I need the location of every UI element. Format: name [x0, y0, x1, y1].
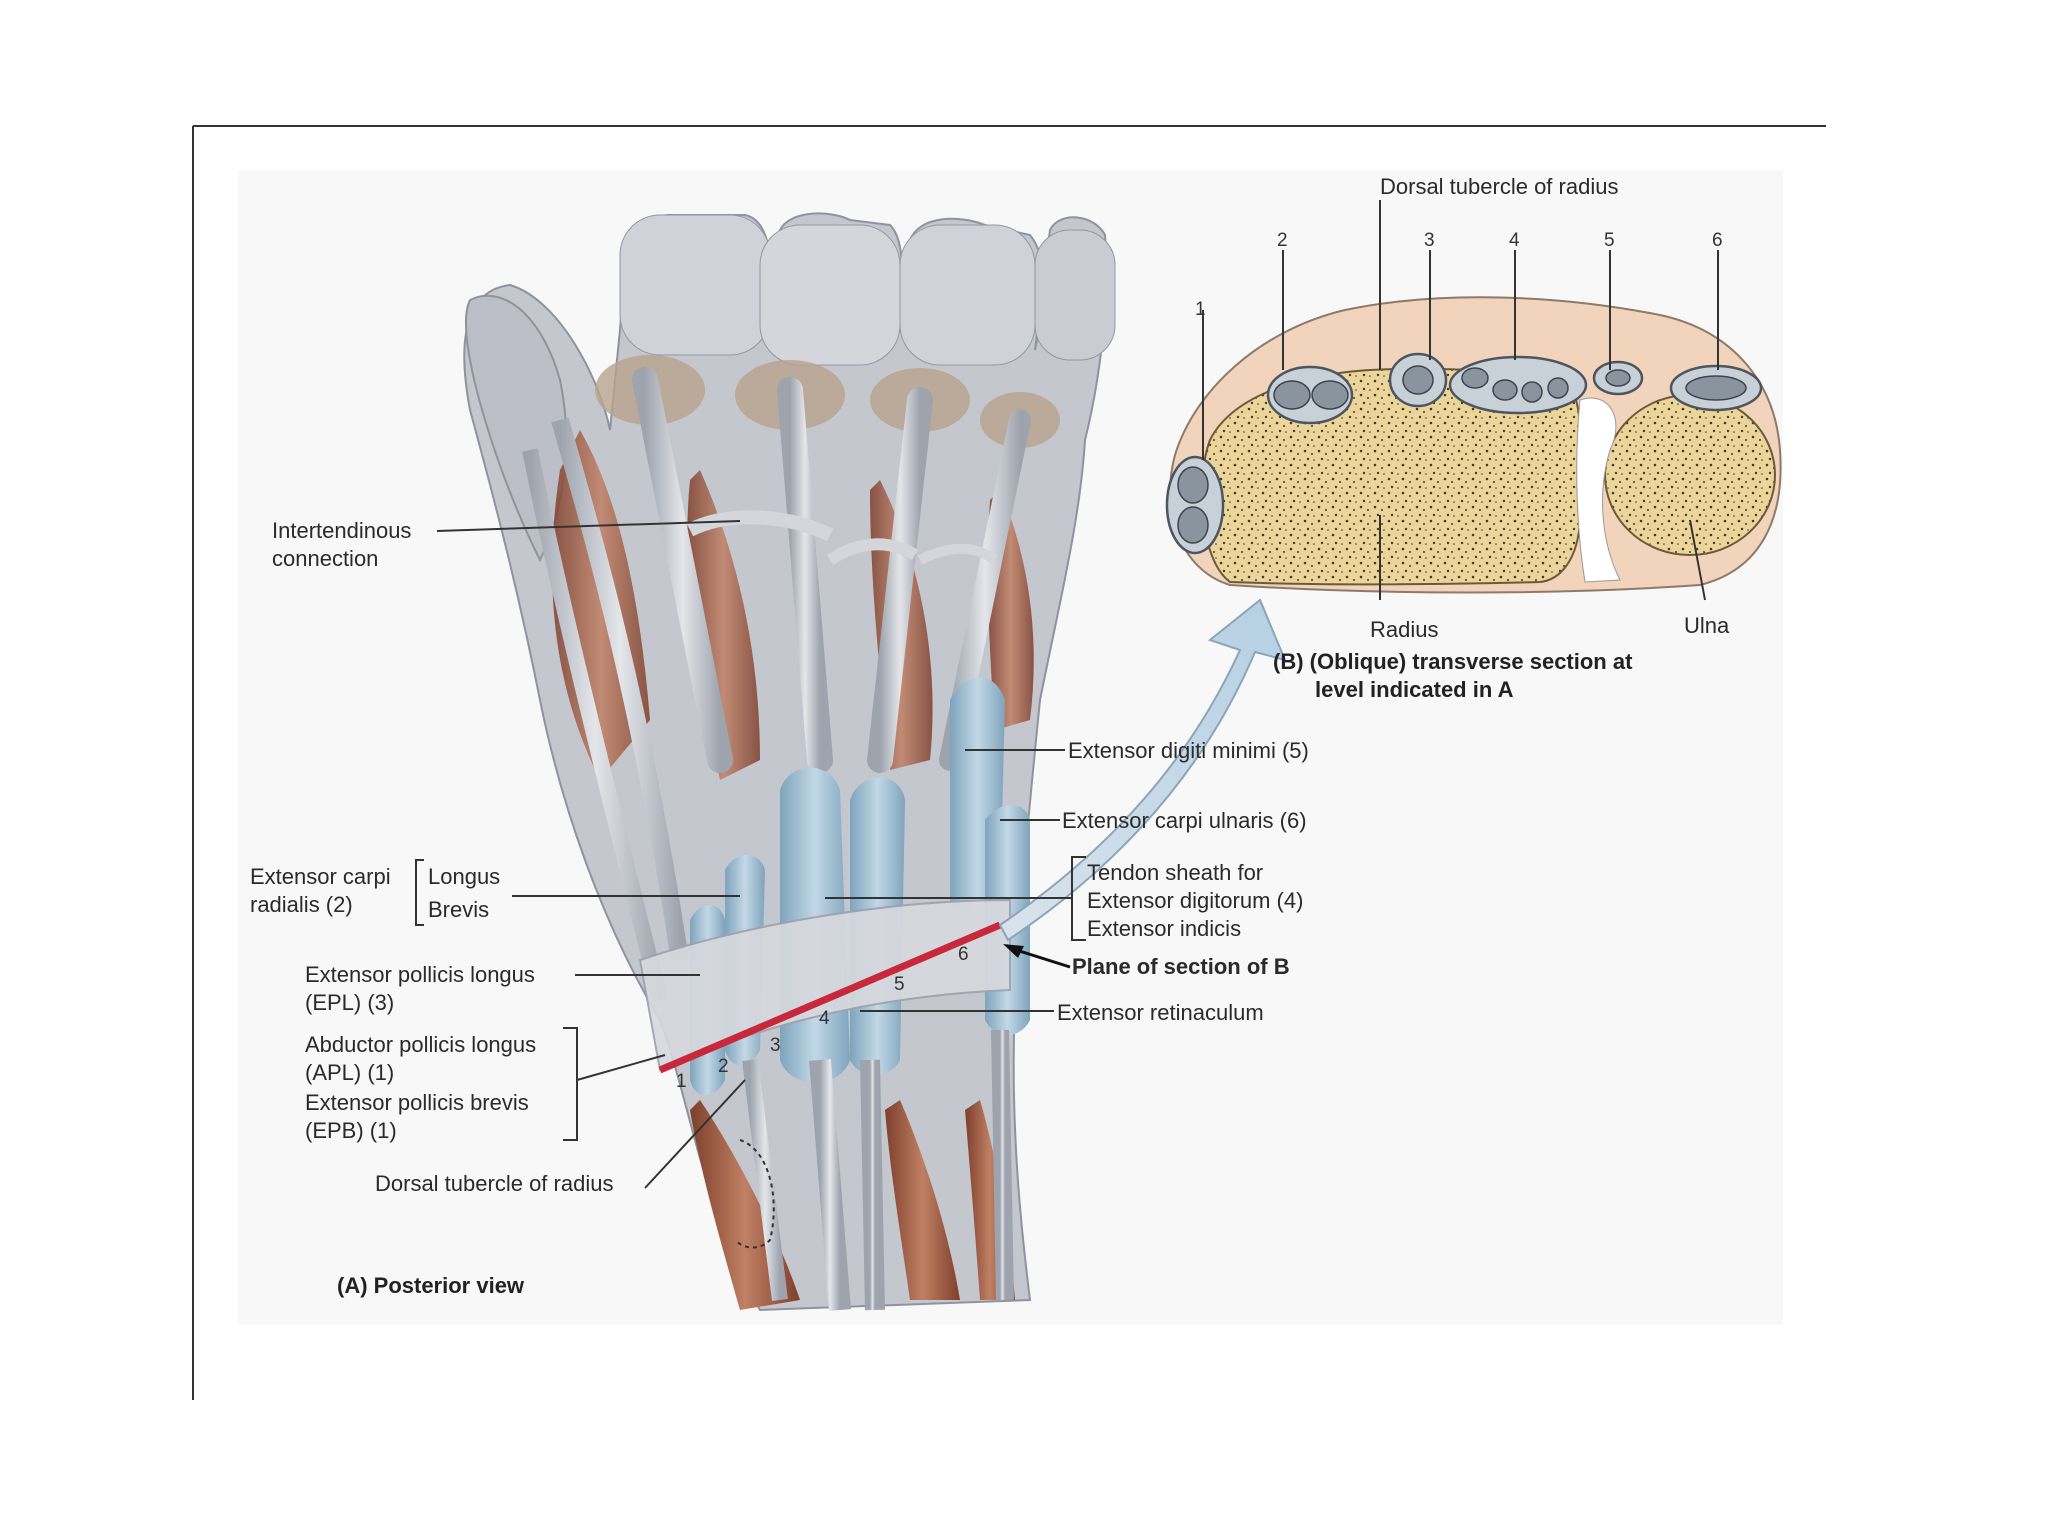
label-dorsal-tubercle-a: Dorsal tubercle of radius — [375, 1171, 614, 1196]
label-epl-line2: (EPL) (3) — [305, 990, 395, 1015]
label-ecr-longus: Longus — [428, 864, 501, 889]
label-intertendinous-line1: Intertendinous — [272, 518, 412, 543]
compartment-number-a-4: 4 — [819, 1008, 830, 1029]
label-sheath-line2: Extensor digitorum (4) — [1087, 888, 1304, 913]
compartment-number-a-3: 3 — [770, 1035, 781, 1056]
label-intertendinous-line2: connection — [272, 546, 379, 571]
section-arrow — [998, 598, 1287, 942]
label-epl-line1: Extensor pollicis longus — [305, 962, 535, 987]
label-epb-line1: Extensor pollicis brevis — [305, 1090, 529, 1115]
compartment-number-b-4: 4 — [1509, 230, 1520, 251]
compartment-number-b-5: 5 — [1604, 230, 1615, 251]
compartment-number-a-5: 5 — [894, 974, 905, 995]
label-ecr-line2: radialis (2) — [250, 892, 353, 917]
compartment-number-b-2: 2 — [1277, 230, 1288, 251]
hand-illustration — [463, 212, 1116, 1312]
label-apl-line2: (APL) (1) — [305, 1060, 395, 1085]
label-plane-of-section: Plane of section of B — [1072, 954, 1290, 979]
plane-arrowhead — [1003, 944, 1024, 958]
label-ulna: Ulna — [1684, 613, 1730, 638]
label-extensor-retinaculum: Extensor retinaculum — [1057, 1000, 1264, 1025]
label-sheath-line3: Extensor indicis — [1087, 916, 1242, 941]
label-apl-line1: Abductor pollicis longus — [305, 1032, 537, 1057]
cross-section-illustration — [1165, 200, 1782, 601]
compartment-number-a-6: 6 — [958, 944, 969, 965]
section-plane-line — [658, 921, 1002, 1074]
caption-panel-b-line1: (B) (Oblique) transverse section at — [1273, 649, 1633, 674]
label-sheath-line1: Tendon sheath for — [1087, 860, 1264, 885]
label-radius: Radius — [1370, 617, 1439, 642]
compartment-number-b-1: 1 — [1195, 299, 1206, 320]
label-dorsal-tubercle-b: Dorsal tubercle of radius — [1380, 174, 1619, 199]
label-ecr-line1: Extensor carpi — [250, 864, 391, 889]
caption-panel-a: (A) Posterior view — [337, 1273, 525, 1298]
leader-lines-a — [415, 520, 1086, 1189]
caption-panel-b-line2: level indicated in A — [1315, 677, 1514, 702]
compartment-number-b-6: 6 — [1712, 230, 1723, 251]
label-ecr-brevis: Brevis — [428, 897, 490, 922]
label-ecu: Extensor carpi ulnaris (6) — [1062, 808, 1307, 833]
compartment-number-a-2: 2 — [718, 1056, 729, 1077]
label-edm: Extensor digiti minimi (5) — [1068, 738, 1309, 763]
compartment-number-b-3: 3 — [1424, 230, 1435, 251]
label-epb-line2: (EPB) (1) — [305, 1118, 397, 1143]
compartment-number-a-1: 1 — [676, 1071, 687, 1092]
